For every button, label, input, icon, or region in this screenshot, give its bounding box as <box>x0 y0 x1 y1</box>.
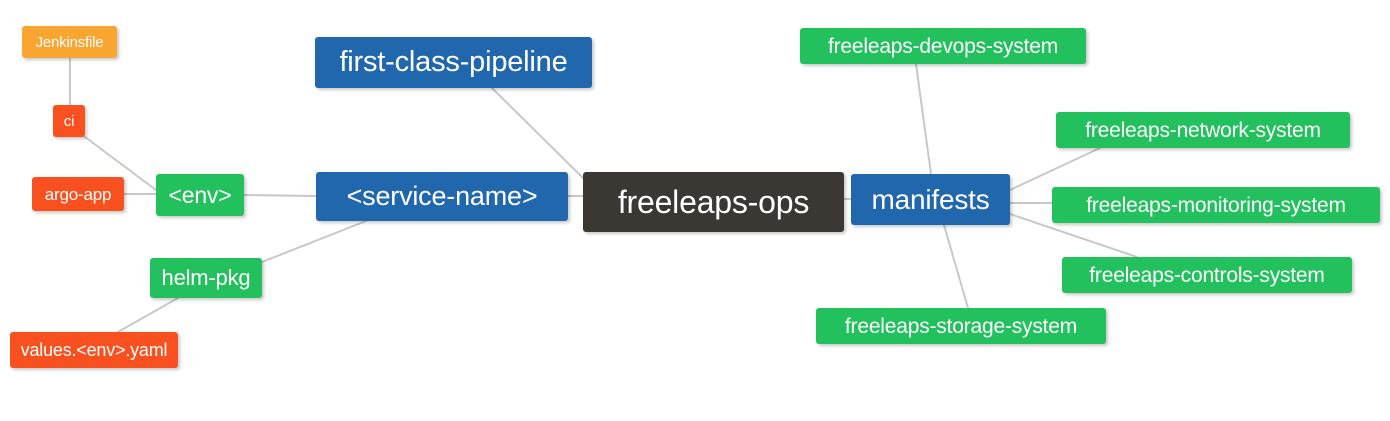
node-label-ci: ci <box>63 112 75 130</box>
node-service-name[interactable]: <service-name> <box>316 172 568 221</box>
edge-service-name-to-helm-pkg <box>261 220 367 263</box>
node-ci[interactable]: ci <box>53 105 85 137</box>
node-label-argo-app: argo-app <box>44 184 112 204</box>
node-env[interactable]: <env> <box>156 174 244 216</box>
node-helm-pkg[interactable]: helm-pkg <box>150 258 262 298</box>
node-freeleaps-devops-system[interactable]: freeleaps-devops-system <box>800 28 1086 64</box>
node-label-first-class-pipeline: first-class-pipeline <box>339 46 568 78</box>
node-label-freeleaps-storage-system: freeleaps-storage-system <box>844 314 1078 338</box>
node-label-helm-pkg: helm-pkg <box>161 265 251 290</box>
node-label-freeleaps-network-system: freeleaps-network-system <box>1085 118 1321 142</box>
node-freeleaps-ops[interactable]: freeleaps-ops <box>583 172 844 232</box>
node-label-values-yaml: values.<env>.yaml <box>20 340 168 360</box>
node-label-manifests: manifests <box>871 183 990 215</box>
node-label-freeleaps-monitoring-system: freeleaps-monitoring-system <box>1086 193 1346 217</box>
node-jenkinsfile[interactable]: Jenkinsfile <box>22 26 117 58</box>
edge-helm-pkg-to-values-yaml <box>117 297 179 333</box>
edge-service-name-to-first-class-pipeline <box>491 87 584 179</box>
node-label-jenkinsfile: Jenkinsfile <box>35 33 104 51</box>
node-label-freeleaps-controls-system: freeleaps-controls-system <box>1089 263 1325 287</box>
node-label-service-name: <service-name> <box>346 181 538 211</box>
edge-manifests-to-freeleaps-network-system <box>1009 147 1101 191</box>
edge-manifests-to-freeleaps-devops-system <box>915 63 932 175</box>
node-freeleaps-monitoring-system[interactable]: freeleaps-monitoring-system <box>1052 187 1380 223</box>
node-argo-app[interactable]: argo-app <box>32 177 124 211</box>
node-freeleaps-storage-system[interactable]: freeleaps-storage-system <box>816 308 1106 344</box>
node-freeleaps-network-system[interactable]: freeleaps-network-system <box>1056 112 1350 148</box>
node-values-yaml[interactable]: values.<env>.yaml <box>10 332 178 368</box>
node-manifests[interactable]: manifests <box>851 174 1010 225</box>
node-label-env: <env> <box>168 181 232 208</box>
node-first-class-pipeline[interactable]: first-class-pipeline <box>315 37 592 88</box>
edge-env-to-service-name <box>243 194 317 197</box>
node-label-freeleaps-devops-system: freeleaps-devops-system <box>828 34 1058 58</box>
node-label-freeleaps-ops: freeleaps-ops <box>617 184 810 220</box>
node-freeleaps-controls-system[interactable]: freeleaps-controls-system <box>1062 257 1352 293</box>
edge-manifests-to-freeleaps-storage-system <box>943 224 969 309</box>
